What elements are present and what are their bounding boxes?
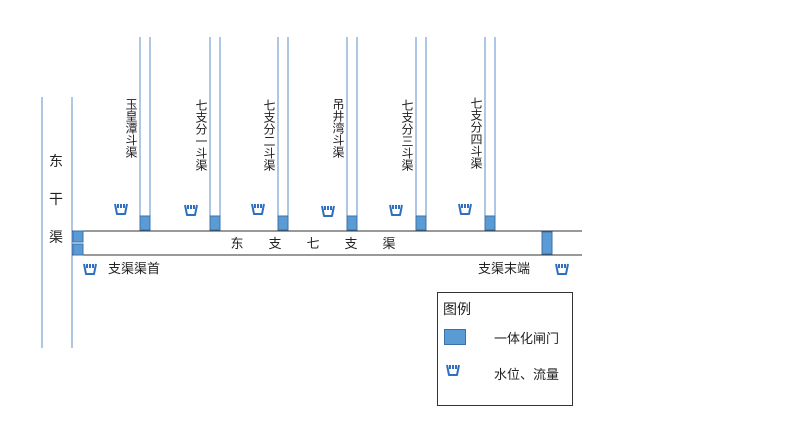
- tail-gate: [541, 231, 553, 255]
- monitor-icon: [251, 203, 265, 215]
- monitor-icon: [184, 204, 198, 216]
- legend: 图例 一体化闸门 水位、流量: [437, 292, 573, 406]
- branch-canal-label-1: 东: [230, 237, 243, 252]
- tail-station-label: 支渠末端: [478, 262, 530, 277]
- lateral-label: 七支分二斗渠: [262, 99, 276, 171]
- head-monitor-icon: [83, 263, 97, 275]
- lateral-gate: [415, 215, 427, 231]
- branch-canal-label-5: 渠: [382, 237, 395, 252]
- monitor-icon: [321, 205, 335, 217]
- lateral-2: 七支分一斗渠: [184, 37, 221, 231]
- branch-canal-label-3: 七: [306, 237, 319, 252]
- lateral-label: 七支分四斗渠: [469, 97, 483, 169]
- lateral-5: 七支分三斗渠: [389, 37, 427, 231]
- legend-monitor-label: 水位、流量: [494, 368, 560, 383]
- main-canal-label-2: 干: [49, 192, 63, 208]
- lateral-label: 玉皇潭斗渠: [124, 98, 138, 158]
- lateral-3: 七支分二斗渠: [251, 37, 289, 231]
- lateral-gate: [277, 215, 289, 231]
- tail-monitor-icon: [555, 263, 569, 275]
- monitor-icon: [458, 203, 472, 215]
- lateral-4: 吊井湾斗渠: [321, 37, 358, 231]
- lateral-1: 玉皇潭斗渠: [114, 37, 151, 231]
- lateral-label: 七支分一斗渠: [194, 99, 208, 171]
- main-canal-label-3: 渠: [49, 230, 63, 246]
- lateral-gate: [346, 215, 358, 231]
- head-gate-lower: [72, 243, 84, 256]
- lateral-gate: [484, 215, 496, 231]
- monitor-icon: [114, 203, 128, 215]
- lateral-6: 七支分四斗渠: [458, 37, 496, 231]
- legend-title: 图例: [443, 302, 471, 318]
- branch-canal-label-2: 支: [268, 237, 281, 252]
- gate-swatch: [444, 329, 466, 345]
- lateral-gate: [139, 215, 151, 231]
- lateral-gate: [209, 215, 221, 231]
- monitor-icon: [446, 364, 460, 376]
- branch-canal-label-4: 支: [344, 237, 357, 252]
- head-gate-upper: [72, 230, 84, 243]
- legend-gate-label: 一体化闸门: [494, 332, 560, 347]
- monitor-icon: [389, 204, 403, 216]
- lateral-label: 吊井湾斗渠: [331, 98, 345, 158]
- lateral-label: 七支分三斗渠: [400, 99, 414, 171]
- main-canal-label-1: 东: [49, 154, 63, 170]
- head-station-label: 支渠渠首: [108, 262, 160, 277]
